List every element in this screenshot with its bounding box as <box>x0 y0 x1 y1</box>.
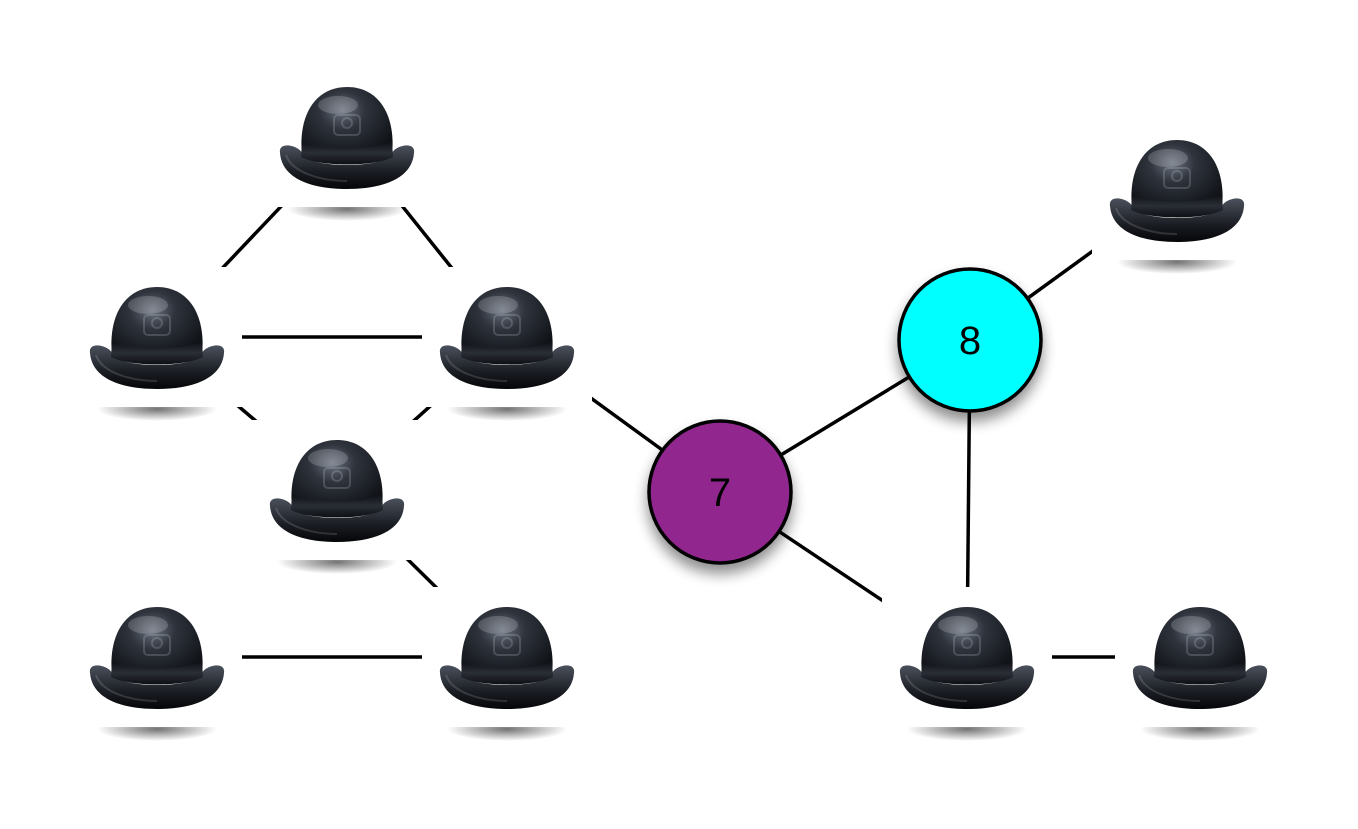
bowler-hat-icon <box>422 587 592 727</box>
circle-node-label: 7 <box>709 471 731 515</box>
nodes: 78 <box>72 67 1285 741</box>
circle-node-label: 8 <box>959 319 981 363</box>
bowler-hat-icon <box>1092 120 1262 260</box>
bowler-hat-icon <box>1115 587 1285 727</box>
bowler-hat-icon <box>72 587 242 727</box>
circle-node-shape <box>647 419 793 565</box>
hat-node <box>252 420 422 574</box>
bowler-hat-icon <box>72 267 242 407</box>
hat-node <box>1115 587 1285 741</box>
circle-node-8: 8 <box>897 267 1043 413</box>
hat-node <box>422 587 592 741</box>
hat-node <box>422 267 592 421</box>
bowler-hat-icon <box>882 587 1052 727</box>
circle-node-7: 7 <box>647 419 793 565</box>
bowler-hat-icon <box>422 267 592 407</box>
hat-node <box>262 67 432 221</box>
hat-node <box>72 267 242 421</box>
hat-node <box>1092 120 1262 274</box>
bowler-hat-icon <box>262 67 432 207</box>
hat-node <box>882 587 1052 741</box>
bowler-hat-icon <box>252 420 422 560</box>
circle-node-shape <box>897 267 1043 413</box>
hat-node <box>72 587 242 741</box>
